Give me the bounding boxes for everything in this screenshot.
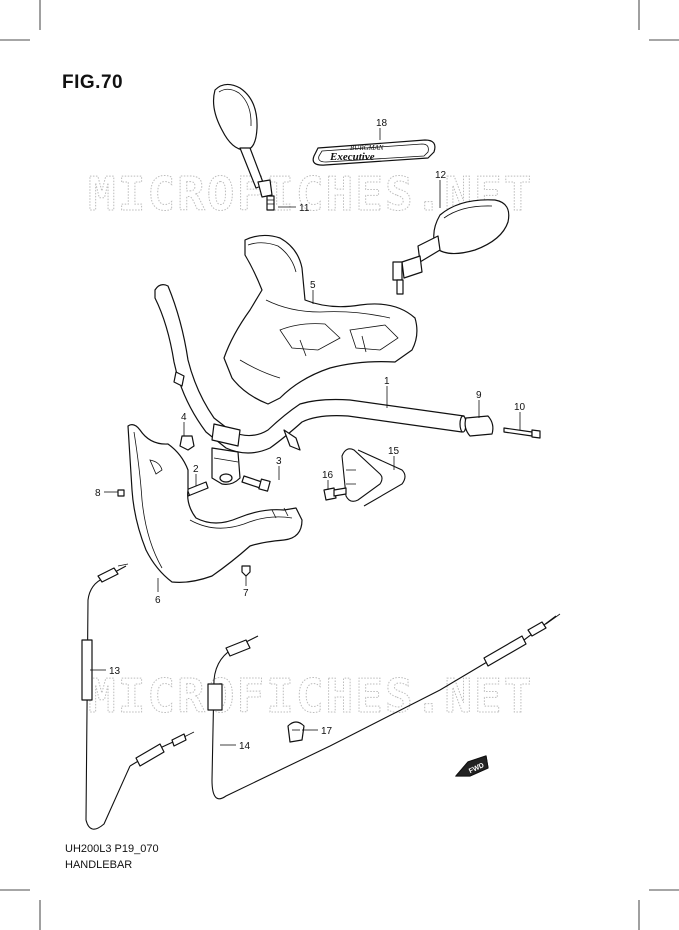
watermark-bottom: MICROFICHES.NET xyxy=(88,669,533,723)
callout-3: 3 xyxy=(276,456,282,467)
callout-5: 5 xyxy=(310,280,316,291)
part-emblem: BURGMAN Executive xyxy=(312,139,436,166)
part-bar-end-bolt xyxy=(503,427,541,439)
callout-8: 8 xyxy=(95,488,101,499)
part-screw-8 xyxy=(117,489,125,497)
part-handlebar-cover-front xyxy=(223,234,418,405)
leader-lines xyxy=(90,128,521,746)
part-bracket xyxy=(341,448,406,507)
footer-assembly-name: HANDLEBAR xyxy=(65,859,133,871)
part-nut-4 xyxy=(179,435,195,451)
callout-13: 13 xyxy=(109,666,121,677)
callout-1: 1 xyxy=(384,376,390,387)
callout-14: 14 xyxy=(239,741,251,752)
figure-title: FIG.70 xyxy=(62,72,124,93)
callout-12: 12 xyxy=(435,170,447,181)
part-handlebar xyxy=(154,284,467,454)
part-handlebar-cover-rear xyxy=(127,424,303,583)
part-mirror-right xyxy=(392,199,510,295)
callout-17: 17 xyxy=(321,726,333,737)
callout-6: 6 xyxy=(155,595,161,606)
callout-7: 7 xyxy=(243,588,249,599)
part-mirror-left xyxy=(212,83,275,211)
part-cable-13 xyxy=(81,563,195,830)
part-bolt-3 xyxy=(241,475,271,492)
callout-16: 16 xyxy=(322,470,334,481)
emblem-brand-text: BURGMAN xyxy=(350,144,384,152)
callout-9: 9 xyxy=(476,390,482,401)
part-screw-7 xyxy=(241,565,251,577)
forward-direction-arrow: FWD xyxy=(454,755,489,777)
part-grip xyxy=(464,415,494,437)
callout-4: 4 xyxy=(181,412,187,423)
part-bolt-16 xyxy=(323,487,347,501)
callout-2: 2 xyxy=(193,464,199,475)
callout-labels: 18 11 12 5 1 9 10 4 2 3 15 16 8 6 7 13 1… xyxy=(95,118,526,752)
part-cable-14 xyxy=(207,613,561,800)
callout-11: 11 xyxy=(299,203,310,214)
part-handlebar-holder xyxy=(211,447,241,485)
callout-15: 15 xyxy=(388,446,400,457)
emblem-model-text: Executive xyxy=(329,151,375,163)
callout-18: 18 xyxy=(376,118,388,129)
part-cable-clamp xyxy=(287,721,305,743)
callout-10: 10 xyxy=(514,402,526,413)
footer-model-code: UH200L3 P19_070 xyxy=(65,843,159,855)
